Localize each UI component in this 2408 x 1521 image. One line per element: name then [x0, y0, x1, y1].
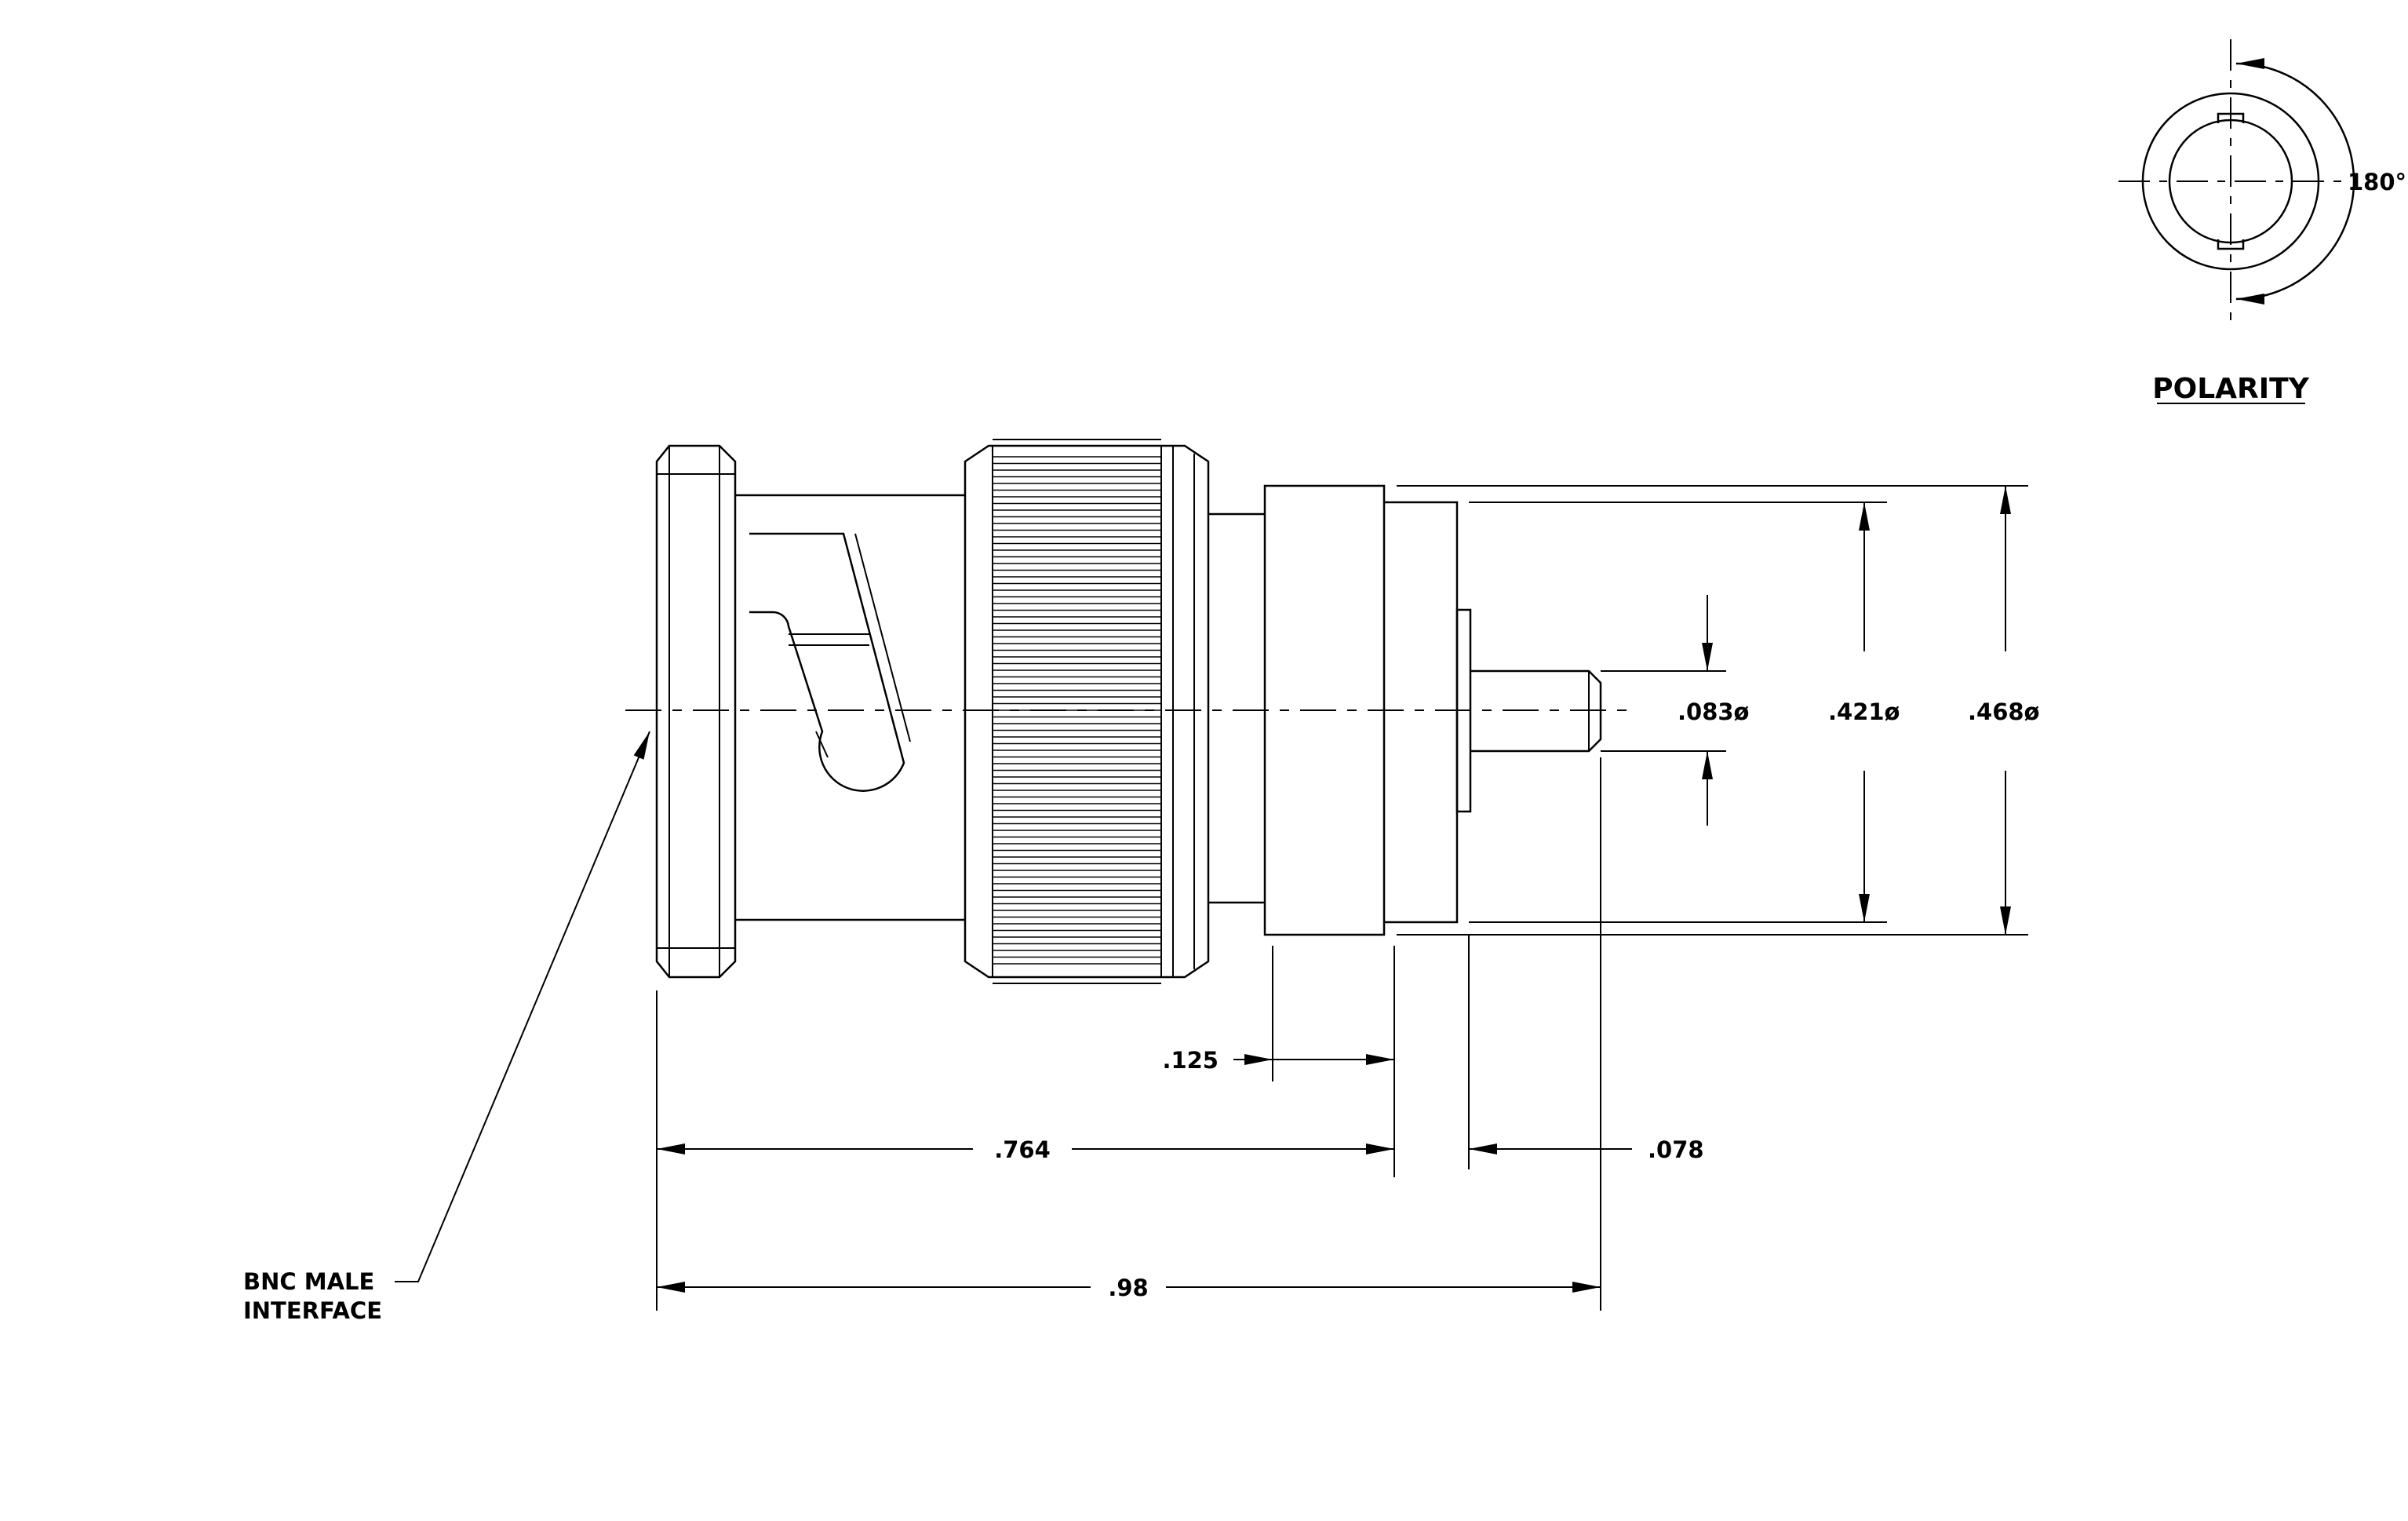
interface-note-line-1: BNC MALE — [243, 1268, 374, 1295]
pin-extension-label: .078 — [1648, 1136, 1704, 1163]
pin-diameter-label: .083ø — [1678, 698, 1749, 725]
bayonet-slot-inner-3 — [854, 533, 911, 742]
inner-diameter-label: .421ø — [1828, 698, 1900, 725]
polarity-rotation-arrow — [2235, 58, 2355, 305]
polarity-title: POLARITY — [2152, 373, 2309, 405]
body-length-label: .764 — [994, 1136, 1051, 1163]
interface-note-leader — [395, 731, 650, 1282]
coupling-nut — [964, 444, 1210, 979]
flange-thickness-label: .125 — [1162, 1047, 1219, 1074]
polarity-view: 180° POLARITY — [2118, 39, 2406, 405]
length-dimensions: .125 .764 .078 .98 — [656, 757, 1704, 1311]
interface-note-line-2: INTERFACE — [243, 1297, 382, 1324]
diameter-dimensions: .083ø .421ø .468ø — [1397, 485, 2039, 936]
overall-length-label: .98 — [1108, 1275, 1148, 1301]
polarity-angle-label: 180° — [2348, 169, 2406, 195]
outer-diameter-label: .468ø — [1968, 698, 2039, 725]
bayonet-slot — [749, 532, 905, 792]
interface-note: BNC MALE INTERFACE — [243, 731, 650, 1324]
coupling-nut-knurling — [993, 456, 1161, 965]
rear-body — [1384, 501, 1459, 924]
connector-side-view — [625, 439, 1630, 984]
bayonet-slot-inner-4 — [815, 731, 829, 758]
